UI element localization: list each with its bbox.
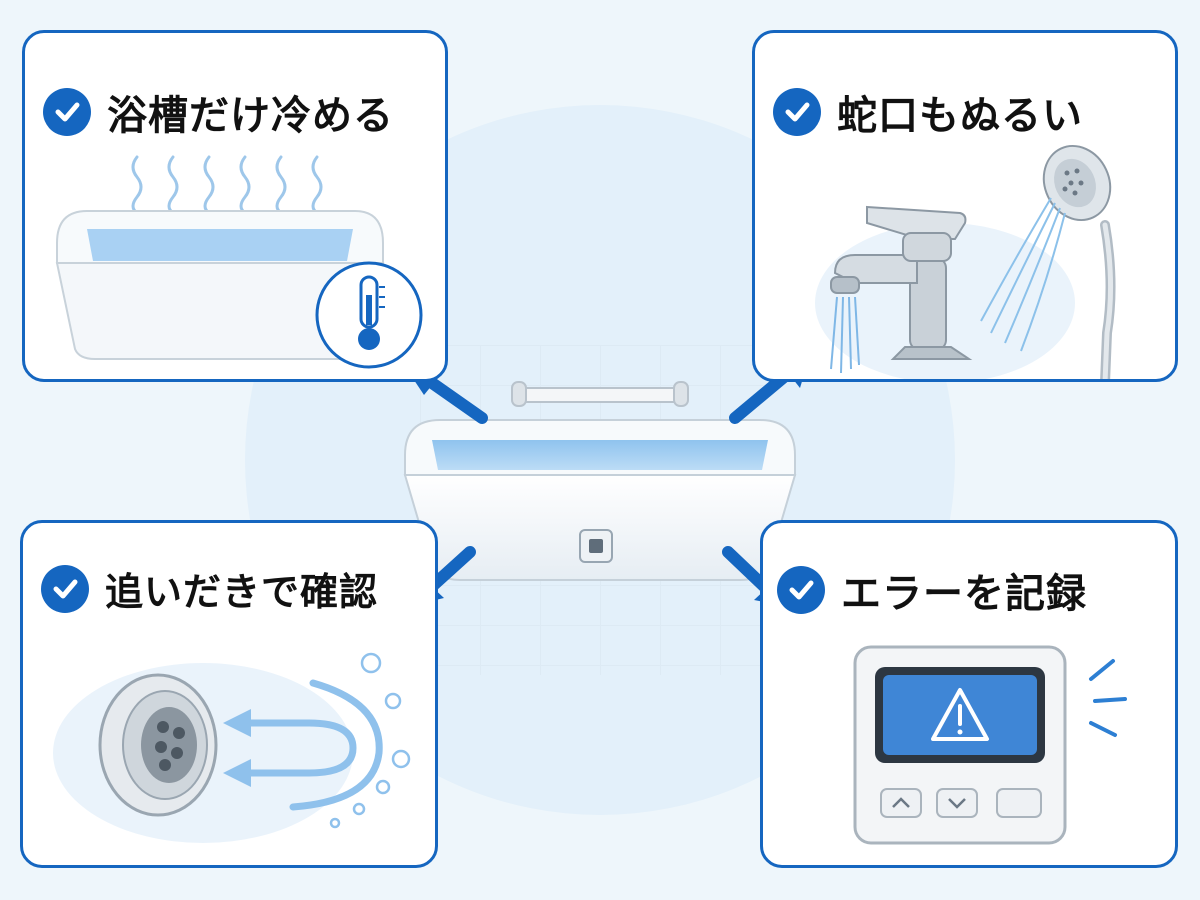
reheat-circulation-illustration [53,652,411,843]
check-icon [41,564,89,613]
faucet-icon [830,205,973,360]
circulation-outlet-icon [98,673,218,817]
card-title-text: 浴槽だけ冷める [107,93,394,139]
card-title-record-error: エラーを記録 [777,561,1087,619]
card-title-text: 追いだきで確認 [105,570,379,614]
card-title-text: エラーを記録 [841,571,1087,617]
controller-buttons [880,788,1042,818]
circulation-arrows [223,679,383,811]
shower-water-spray [980,197,1066,352]
faucet-water-stream [830,296,860,374]
grab-bar [511,381,689,407]
card-faucet-lukewarm: 蛇口もぬるい [752,30,1178,382]
alert-lines [1089,659,1127,737]
card-title-reheat-check: 追いだきで確認 [41,561,378,616]
card-title-faucet-lukewarm: 蛇口もぬるい [773,83,1083,141]
warning-icon [931,688,989,741]
faucet-shower-illustration [815,145,1116,379]
bathtub-control-button [579,529,613,563]
cooling-bathtub-illustration [55,155,423,369]
check-icon [43,88,91,136]
check-icon [777,566,825,614]
small-bathtub [55,210,385,360]
card-title-bathtub-cools: 浴槽だけ冷める [43,83,394,141]
card-reheat-check: 追いだきで確認 [20,520,438,868]
card-bathtub-cools: 浴槽だけ冷める [22,30,448,382]
shower-head-icon [1042,145,1116,379]
controller-error-illustration [853,645,1127,845]
steam-lines [131,155,323,215]
card-title-text: 蛇口もぬるい [837,93,1083,139]
card-record-error: エラーを記録 [760,520,1178,868]
bubbles [329,652,411,829]
check-icon [773,88,821,136]
thermometer-icon [315,261,423,369]
